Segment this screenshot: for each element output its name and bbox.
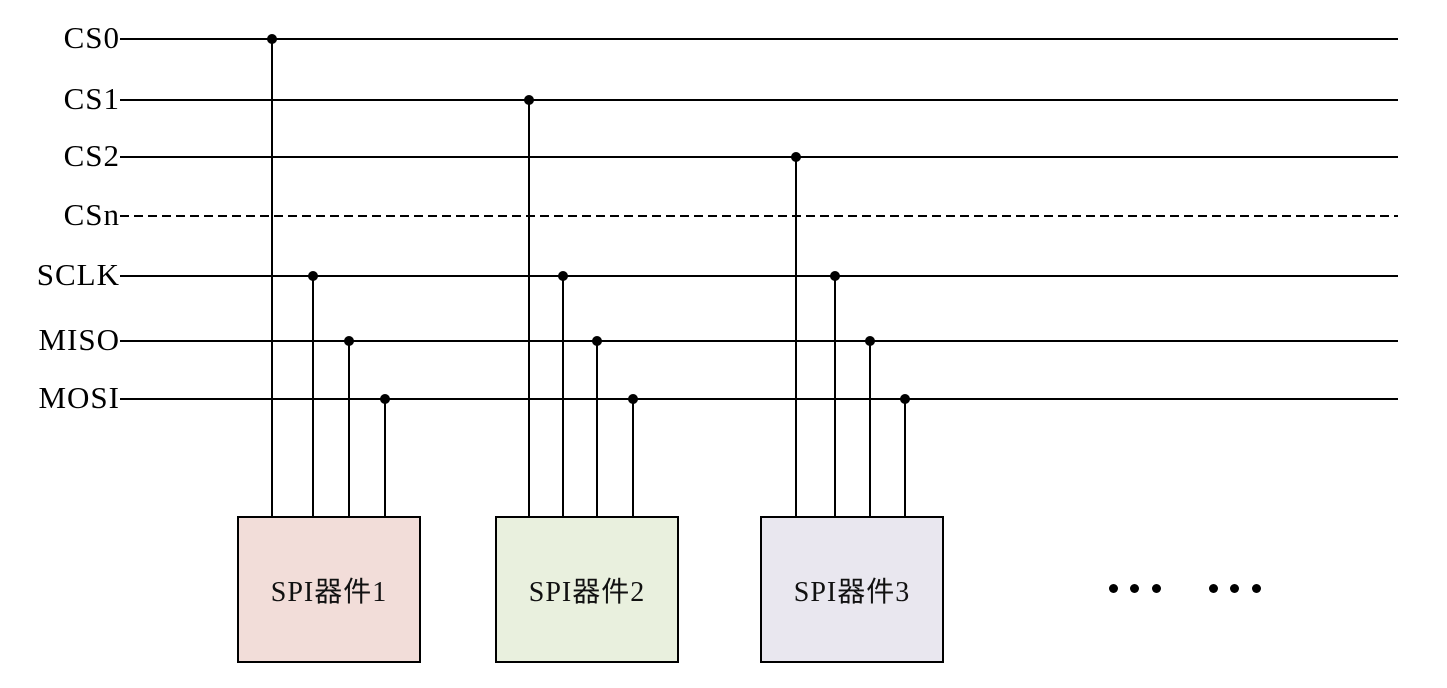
wire-miso-device-3 bbox=[869, 341, 871, 516]
bus-line-mosi bbox=[120, 398, 1398, 400]
bus-label-cs0: CS0 bbox=[63, 20, 120, 55]
junction-miso-device-2 bbox=[592, 336, 602, 346]
wire-cs1-device-2 bbox=[528, 100, 530, 516]
wire-sclk-device-1 bbox=[312, 276, 314, 516]
more-devices-ellipsis-dot-1-2 bbox=[1129, 583, 1139, 593]
junction-sclk-device-2 bbox=[558, 271, 568, 281]
junction-miso-device-3 bbox=[865, 336, 875, 346]
device-label-3: SPI器件3 bbox=[793, 576, 911, 608]
junction-cs1-device-2 bbox=[524, 95, 534, 105]
junction-mosi-device-1 bbox=[380, 394, 390, 404]
bus-label-mosi: MOSI bbox=[38, 380, 120, 415]
bus-label-csn: CSn bbox=[63, 197, 120, 232]
device-box-3: SPI器件3 bbox=[760, 516, 944, 663]
bus-label-cs1: CS1 bbox=[63, 81, 120, 116]
device-label-1: SPI器件1 bbox=[270, 576, 388, 608]
more-devices-ellipsis-dot-2-3 bbox=[1251, 583, 1261, 593]
device-box-2: SPI器件2 bbox=[495, 516, 679, 663]
wire-cs2-device-3 bbox=[795, 157, 797, 516]
bus-label-sclk: SCLK bbox=[36, 257, 120, 292]
more-devices-ellipsis-dot-2-1 bbox=[1208, 583, 1218, 593]
wire-cs0-device-1 bbox=[271, 39, 273, 516]
more-devices-ellipsis-dot-2-2 bbox=[1229, 583, 1239, 593]
junction-cs2-device-3 bbox=[791, 152, 801, 162]
bus-line-cs1 bbox=[120, 99, 1398, 101]
bus-line-cs2 bbox=[120, 156, 1398, 158]
wire-mosi-device-3 bbox=[904, 399, 906, 516]
junction-cs0-device-1 bbox=[267, 34, 277, 44]
more-devices-ellipsis-dot-1-3 bbox=[1151, 583, 1161, 593]
bus-label-miso: MISO bbox=[38, 322, 120, 357]
junction-sclk-device-3 bbox=[830, 271, 840, 281]
junction-mosi-device-3 bbox=[900, 394, 910, 404]
bus-line-miso bbox=[120, 340, 1398, 342]
wire-miso-device-2 bbox=[596, 341, 598, 516]
junction-mosi-device-2 bbox=[628, 394, 638, 404]
bus-label-cs2: CS2 bbox=[63, 138, 120, 173]
wire-mosi-device-2 bbox=[632, 399, 634, 516]
bus-line-sclk bbox=[120, 275, 1398, 277]
wire-mosi-device-1 bbox=[384, 399, 386, 516]
more-devices-ellipsis-dot-1-1 bbox=[1108, 583, 1118, 593]
wire-sclk-device-2 bbox=[562, 276, 564, 516]
bus-line-csn bbox=[120, 215, 1398, 217]
junction-miso-device-1 bbox=[344, 336, 354, 346]
device-label-2: SPI器件2 bbox=[528, 576, 646, 608]
device-box-1: SPI器件1 bbox=[237, 516, 421, 663]
wire-miso-device-1 bbox=[348, 341, 350, 516]
bus-line-cs0 bbox=[120, 38, 1398, 40]
junction-sclk-device-1 bbox=[308, 271, 318, 281]
wire-sclk-device-3 bbox=[834, 276, 836, 516]
